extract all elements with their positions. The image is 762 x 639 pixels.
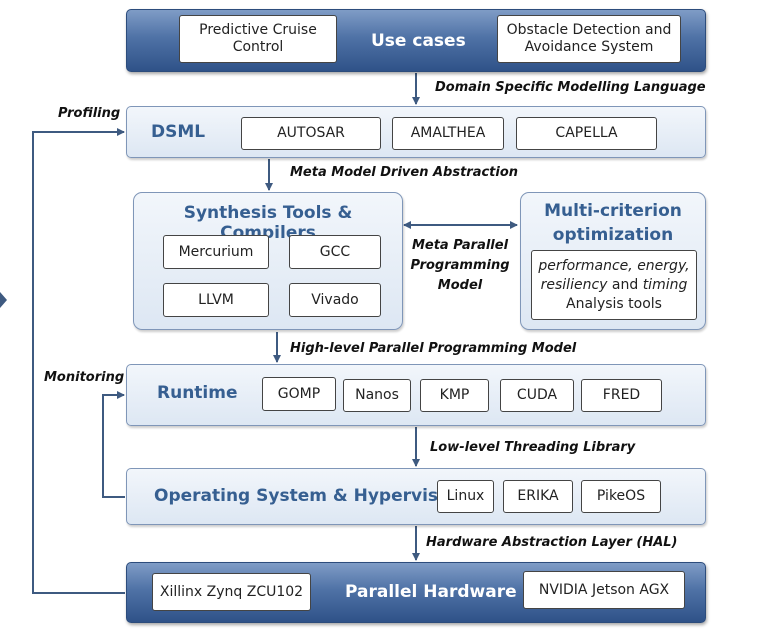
dsml-item: AUTOSAR (241, 117, 381, 150)
side-chevron-icon (0, 292, 7, 308)
profiling-feedback-line (32, 128, 125, 594)
use-cases-layer: Predictive Cruise Control Use cases Obst… (126, 9, 706, 72)
runtime-layer: Runtime GOMP Nanos KMP CUDA FRED (126, 364, 706, 426)
optimization-desc-line3: Analysis tools (566, 295, 662, 312)
optimization-desc-line2: resiliency and timing (541, 276, 688, 295)
dsml-item: CAPELLA (516, 117, 657, 150)
optimization-block: Multi-criterion optimization performance… (520, 192, 706, 330)
runtime-item: FRED (581, 379, 662, 412)
os-title: Operating System & Hypervisor (154, 486, 459, 506)
dsml-title: DSML (151, 122, 206, 142)
hardware-item: NVIDIA Jetson AGX (523, 571, 685, 609)
monitoring-feedback-line (102, 391, 125, 498)
connector-label-meta-parallel: Meta Parallel Programming Model (404, 236, 516, 296)
optimization-description: performance, energy, resiliency and timi… (531, 250, 697, 320)
os-item: Linux (437, 480, 494, 513)
os-item: PikeOS (581, 480, 661, 513)
monitoring-label: Monitoring (44, 370, 125, 385)
runtime-title: Runtime (157, 383, 238, 403)
runtime-item: KMP (420, 379, 489, 412)
connector-label-high-level: High-level Parallel Programming Model (290, 341, 577, 356)
connector-label-dsl: Domain Specific Modelling Language (435, 80, 706, 95)
connector-label-meta-model: Meta Model Driven Abstraction (290, 165, 519, 180)
use-case-item: Obstacle Detection and Avoidance System (497, 15, 681, 63)
timing-text: timing (642, 276, 688, 293)
synthesis-item: LLVM (163, 283, 269, 317)
synthesis-block: Synthesis Tools & Compilers Mercurium GC… (133, 192, 403, 330)
connector-label-low-level: Low-level Threading Library (430, 440, 636, 455)
meta-parallel-line: Programming (410, 258, 510, 273)
profiling-label: Profiling (58, 106, 121, 121)
runtime-item: Nanos (343, 379, 411, 412)
resiliency-text: resiliency (540, 276, 608, 293)
connector-label-hal: Hardware Abstraction Layer (HAL) (426, 535, 678, 550)
and-text: and (607, 276, 643, 293)
hardware-item: Xillinx Zynq ZCU102 (152, 573, 311, 611)
dsml-item: AMALTHEA (392, 117, 504, 150)
use-cases-title: Use cases (371, 31, 466, 51)
synthesis-item: GCC (289, 235, 381, 269)
synthesis-item: Mercurium (163, 235, 269, 269)
optimization-desc-line1: performance, energy, (538, 257, 690, 274)
meta-parallel-line: Meta Parallel (411, 238, 509, 253)
os-item: ERIKA (503, 480, 573, 513)
os-layer: Operating System & Hypervisor Linux ERIK… (126, 468, 706, 525)
dsml-layer: DSML AUTOSAR AMALTHEA CAPELLA (126, 106, 706, 158)
synthesis-item: Vivado (289, 283, 381, 317)
hardware-title: Parallel Hardware (345, 582, 517, 602)
use-case-item: Predictive Cruise Control (179, 15, 337, 63)
runtime-item: CUDA (500, 379, 574, 412)
meta-parallel-line: Model (437, 278, 483, 293)
hardware-layer: Xillinx Zynq ZCU102 Parallel Hardware NV… (126, 562, 706, 623)
optimization-title: Multi-criterion optimization (544, 201, 682, 245)
runtime-item: GOMP (262, 377, 336, 411)
